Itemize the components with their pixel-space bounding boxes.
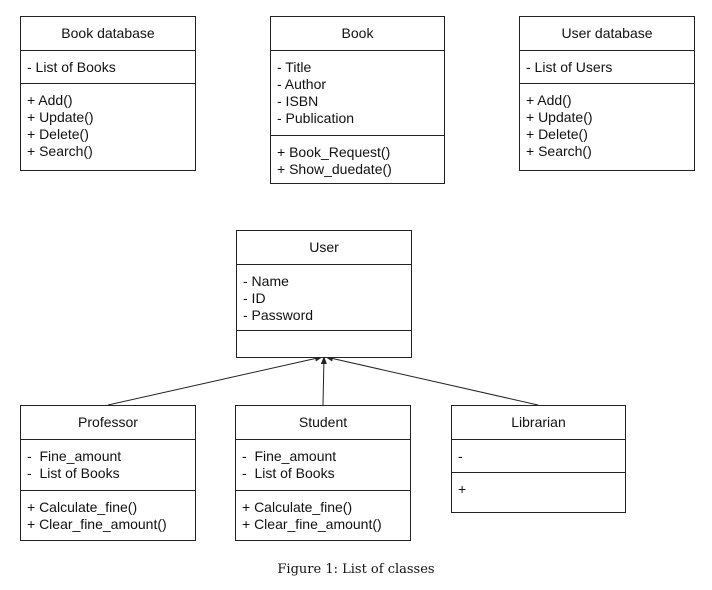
class-member: - List of Users bbox=[526, 59, 613, 75]
class-operations bbox=[237, 331, 411, 339]
class-member: + Clear_fine_amount() bbox=[242, 516, 382, 532]
class-book-database: Book database - List of Books + Add()+ U… bbox=[20, 16, 196, 171]
student-to-user-arrow bbox=[320, 356, 327, 406]
class-attributes: - Name- ID- Password bbox=[237, 265, 411, 331]
class-member: - Fine_amount bbox=[242, 448, 337, 464]
figure-caption: Figure 1: List of classes bbox=[277, 562, 435, 577]
class-name: User database bbox=[520, 17, 694, 51]
class-member: - ID bbox=[243, 290, 266, 306]
class-attributes: - Fine_amount- List of Books bbox=[21, 440, 195, 491]
class-librarian: Librarian - + bbox=[451, 405, 626, 513]
class-member: + Clear_fine_amount() bbox=[27, 516, 167, 532]
class-operations: + Add()+ Update()+ Delete()+ Search() bbox=[520, 84, 694, 160]
class-member: + Delete() bbox=[526, 126, 588, 142]
class-name: Student bbox=[236, 406, 410, 440]
class-member: + Calculate_fine() bbox=[242, 499, 353, 515]
class-member: - Author bbox=[277, 76, 327, 92]
class-professor: Professor - Fine_amount- List of Books +… bbox=[20, 405, 196, 541]
class-student: Student - Fine_amount- List of Books + C… bbox=[235, 405, 411, 541]
class-member: - List of Books bbox=[242, 465, 335, 481]
class-name: User bbox=[237, 231, 411, 265]
class-operations: + Calculate_fine()+ Clear_fine_amount() bbox=[21, 491, 195, 533]
class-name: Professor bbox=[21, 406, 195, 440]
class-member: - bbox=[458, 448, 463, 464]
class-member: + Search() bbox=[526, 143, 592, 159]
class-book: Book - Title- Author- ISBN- Publication … bbox=[270, 16, 445, 184]
class-operations: + bbox=[452, 473, 625, 498]
class-member: + Update() bbox=[526, 109, 593, 125]
class-user: User - Name- ID- Password bbox=[236, 230, 412, 358]
class-member: - Fine_amount bbox=[27, 448, 122, 464]
class-attributes: - bbox=[452, 440, 625, 473]
class-operations: + Book_Request()+ Show_duedate() bbox=[271, 136, 444, 178]
class-member: + Delete() bbox=[27, 126, 89, 142]
class-member: - Title bbox=[277, 59, 312, 75]
class-operations: + Add()+ Update()+ Delete()+ Search() bbox=[21, 84, 195, 160]
class-user-database: User database - List of Users + Add()+ U… bbox=[519, 16, 695, 171]
class-member: + Search() bbox=[27, 143, 93, 159]
professor-to-user-arrow bbox=[107, 355, 323, 406]
class-member: + Add() bbox=[27, 92, 73, 108]
class-attributes: - List of Users bbox=[520, 51, 694, 84]
class-operations: + Calculate_fine()+ Clear_fine_amount() bbox=[236, 491, 410, 533]
librarian-to-user-arrow bbox=[325, 355, 539, 406]
class-member: - ISBN bbox=[277, 93, 319, 109]
class-member: + Book_Request() bbox=[277, 144, 391, 160]
class-name: Book database bbox=[21, 17, 195, 51]
class-member: + Calculate_fine() bbox=[27, 499, 138, 515]
class-name: Book bbox=[271, 17, 444, 51]
class-member: + Add() bbox=[526, 92, 572, 108]
class-member: + Update() bbox=[27, 109, 94, 125]
class-member: - Password bbox=[243, 307, 314, 323]
class-member: + Show_duedate() bbox=[277, 161, 392, 177]
class-attributes: - List of Books bbox=[21, 51, 195, 84]
class-member: - List of Books bbox=[27, 465, 120, 481]
class-member: - Publication bbox=[277, 110, 355, 126]
class-member: + bbox=[458, 481, 467, 497]
class-member: - List of Books bbox=[27, 59, 116, 75]
class-member: - Name bbox=[243, 273, 289, 289]
class-attributes: - Title- Author- ISBN- Publication bbox=[271, 51, 444, 136]
class-name: Librarian bbox=[452, 406, 625, 440]
class-attributes: - Fine_amount- List of Books bbox=[236, 440, 410, 491]
